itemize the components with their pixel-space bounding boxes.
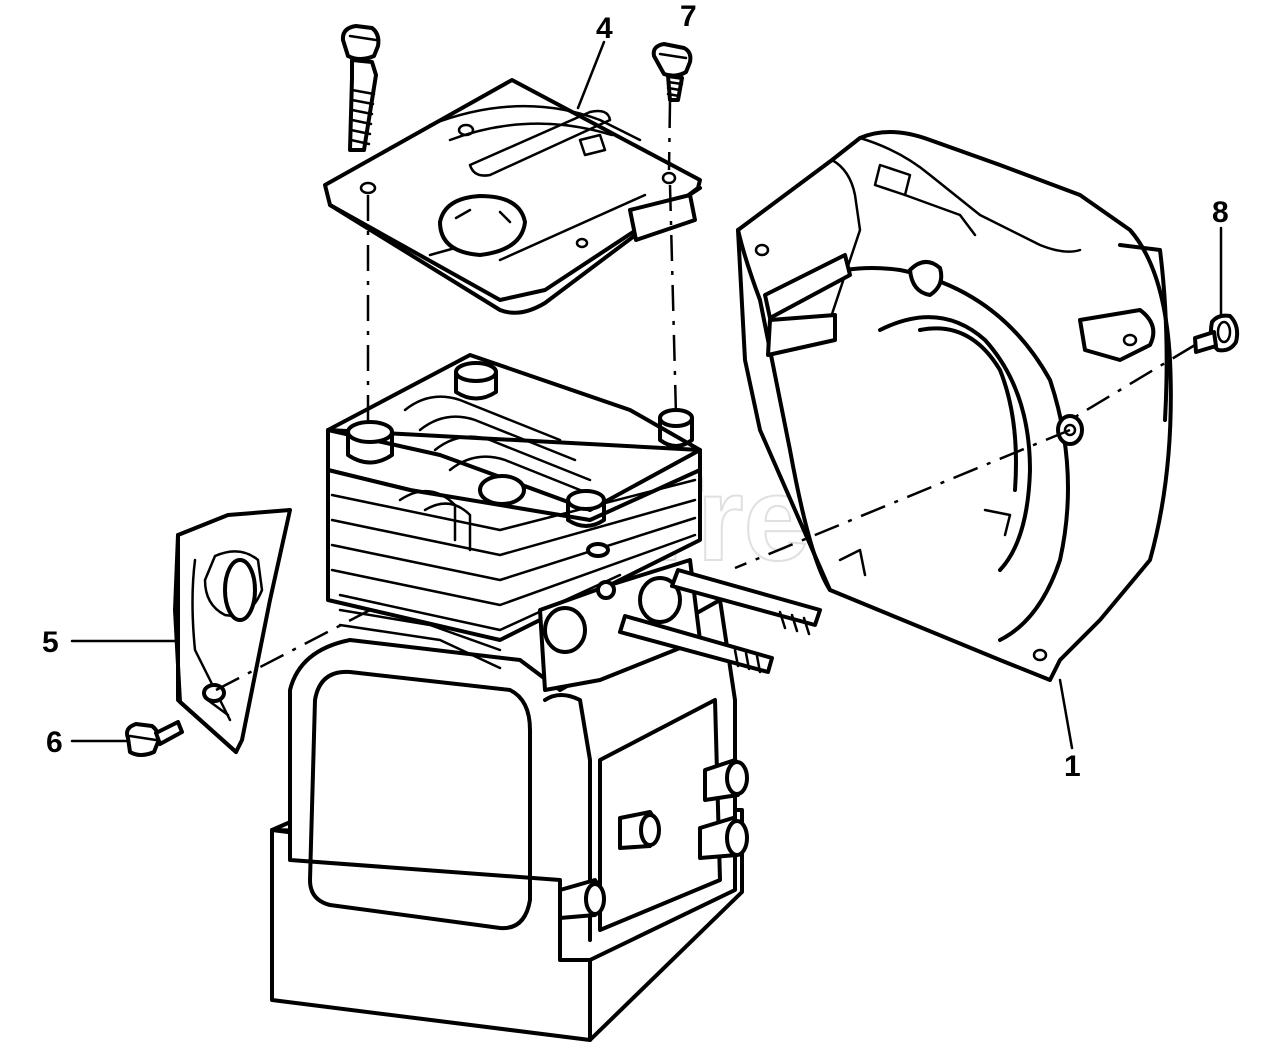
callout-label-4: 4 — [596, 12, 613, 45]
screw-8 — [1193, 313, 1240, 354]
alignment-lines — [215, 101, 1196, 692]
callout-label-5: 5 — [42, 626, 59, 659]
long-bolt — [340, 24, 381, 152]
screw-6 — [125, 720, 184, 757]
head-fins — [398, 395, 607, 552]
engine-block — [270, 598, 749, 1042]
side-shield — [173, 508, 292, 754]
callout-label-1: 1 — [1064, 750, 1081, 783]
blower-housing — [736, 129, 1173, 682]
screw-7 — [651, 42, 693, 102]
callout-label-6: 6 — [46, 726, 63, 759]
head-cover-plate — [323, 78, 702, 315]
cooling-fins — [330, 478, 697, 670]
callout-label-7: 7 — [680, 0, 697, 33]
callouts: 4 7 8 5 6 1 — [42, 0, 1229, 783]
callout-label-8: 8 — [1212, 196, 1229, 229]
block-bosses — [558, 758, 749, 920]
cylinder-head — [326, 353, 822, 692]
callout-leader-4 — [576, 40, 606, 110]
callout-leader-1 — [1058, 678, 1074, 750]
head-studs — [618, 568, 822, 674]
